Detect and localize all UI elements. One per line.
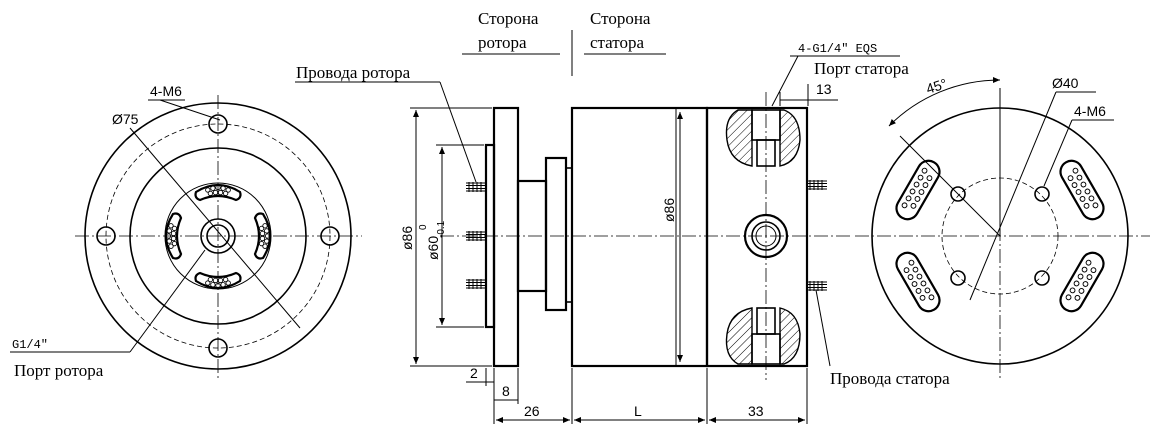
right-slot-tl [895,159,941,221]
left-port-outer [200,218,236,254]
right-hole-tr [1034,186,1050,202]
dim-8: 8 [502,383,510,399]
side-view: Сторона ротора Сторона статора [295,9,950,424]
stator-port-bottom-right-section [779,307,801,365]
stator-port-top-left-section [725,109,753,167]
dim-body: ø86 [661,198,677,222]
stator-port-bottom-left-section [725,307,753,365]
left-thread-leader [159,99,221,121]
dim-33: 33 [748,403,764,419]
stator-port-thread-callout: 4-G1/4″ EQS [798,42,877,56]
left-bolt-hole-right [320,226,340,246]
left-diameter-leader [129,127,301,329]
left-bolt-circle [105,123,331,349]
left-outer-flange-circle [84,102,352,370]
rotor-side-label-1: Сторона [478,9,539,28]
stator-wire-bundle-top [806,179,828,191]
left-port-inner [206,224,230,248]
left-body-circle [129,147,307,325]
left-kidney-right [253,212,272,260]
right-hole-bl [950,270,966,286]
right-thread-leader [1043,119,1073,187]
rotor-flange [492,106,520,368]
stator-wires-leader [815,289,831,367]
stator-wire-bundle-bottom [806,280,828,292]
right-end-view: 45° Ø40 4-M6 [855,75,1150,380]
right-diameter-leader [969,91,1057,301]
rotor-side-label-2: ротора [478,33,527,52]
left-thread-callout: 4-M6 [150,83,182,99]
left-port-leader [129,249,206,353]
stator-port-label: Порт статора [814,59,909,78]
rotor-wires-leader [439,81,477,183]
left-diameter-callout: Ø75 [112,111,139,127]
right-angle-arc [888,77,1001,127]
dim-13: 13 [816,81,832,97]
stator-port-top-right-section [779,109,801,167]
stator-wires-label: Провода статора [830,369,950,388]
rotor-wires-label: Провода ротора [296,63,411,82]
right-slot-tr [1059,159,1105,221]
dim-spigot: ø60 [425,236,441,260]
rotor-spigot [484,143,496,329]
right-slot-br [1059,251,1105,313]
stator-center-port-outer [743,213,789,259]
stator-center-port-inner [751,221,781,251]
dim-L: L [634,403,642,419]
rotor-port-label: Порт ротора [14,361,104,380]
dim-26: 26 [524,403,540,419]
left-bolt-hole-bottom [208,338,228,358]
stator-side-label-2: статора [590,33,644,52]
left-kidney-bottom [194,271,242,290]
right-slot-bl [895,251,941,313]
right-thread-callout: 4-M6 [1074,103,1106,119]
left-bolt-hole-left [96,226,116,246]
right-diameter-callout: Ø40 [1052,75,1079,91]
left-kidney-top [194,183,242,202]
rotor-wire-bundle-bottom [465,278,487,290]
left-bolt-hole-top [208,114,228,134]
left-port-thread: G1/4″ [12,338,48,352]
right-45-radial [899,135,1001,237]
stator-housing [705,106,809,368]
rotor-wire-bundle-top [465,181,487,193]
rotor-collar [544,156,568,312]
stator-side-label-1: Сторона [590,9,651,28]
stator-port-leader [771,55,799,107]
dim-flange-outer: ø86 [399,226,415,250]
left-kidney-left [164,212,183,260]
dim-2: 2 [470,365,478,381]
right-angle-callout: 45° [924,75,949,97]
dim-spigot-tol-upper: 0 [418,224,429,230]
right-hole-br [1034,270,1050,286]
dim-spigot-tol-lower: -0.1 [436,220,447,238]
left-end-view: 4-M6 Ø75 G1/4″ Порт ротора [10,83,362,380]
right-hole-tl [950,186,966,202]
main-body [570,106,709,368]
